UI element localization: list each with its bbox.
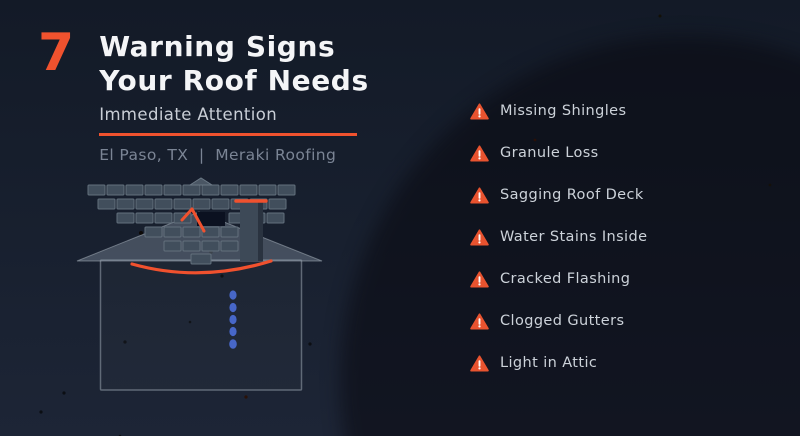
water-drip-dots	[229, 290, 237, 349]
warning-list-item: Missing Shingles	[470, 90, 647, 132]
warning-label: Sagging Roof Deck	[500, 187, 644, 203]
shingle-rows	[87, 184, 296, 265]
warning-list-item: Sagging Roof Deck	[470, 174, 647, 216]
warning-triangle-icon	[470, 270, 489, 288]
house-illustration	[76, 177, 323, 391]
warning-list-item: Water Stains Inside	[470, 216, 647, 258]
title-line2: Your Roof Needs	[99, 64, 369, 97]
accent-divider	[99, 133, 358, 136]
house-body	[99, 259, 303, 391]
warning-triangle-icon	[470, 102, 489, 120]
warning-list-item: Cracked Flashing	[470, 258, 647, 300]
sagging-eave-curve	[130, 259, 273, 275]
subtitle: Immediate Attention	[99, 105, 278, 124]
ridge-apex	[188, 177, 214, 186]
title-line1: Warning Signs	[99, 30, 336, 63]
warning-label: Clogged Gutters	[500, 313, 625, 329]
warning-triangle-icon	[470, 144, 489, 162]
warning-list-item: Clogged Gutters	[470, 300, 647, 342]
warning-triangle-icon	[470, 186, 489, 204]
warning-list-item: Light in Attic	[470, 342, 647, 384]
missing-shingle-gap	[197, 212, 225, 226]
chimney	[234, 199, 268, 261]
location-line: El Paso, TX | Meraki Roofing	[99, 146, 337, 164]
warning-label: Missing Shingles	[500, 103, 627, 119]
warning-triangle-icon	[470, 228, 489, 246]
warning-label: Granule Loss	[500, 145, 599, 161]
warning-label: Light in Attic	[500, 355, 598, 371]
warning-list-item: Granule Loss	[470, 132, 647, 174]
crack-mark	[180, 207, 206, 233]
warning-triangle-icon	[470, 354, 489, 372]
big-number: 7	[38, 23, 76, 83]
warning-label: Water Stains Inside	[500, 229, 648, 245]
warning-triangle-icon	[470, 312, 489, 330]
warning-label: Cracked Flashing	[500, 271, 631, 287]
warning-list: Missing Shingles Granule Loss Sagging Ro…	[470, 90, 647, 384]
